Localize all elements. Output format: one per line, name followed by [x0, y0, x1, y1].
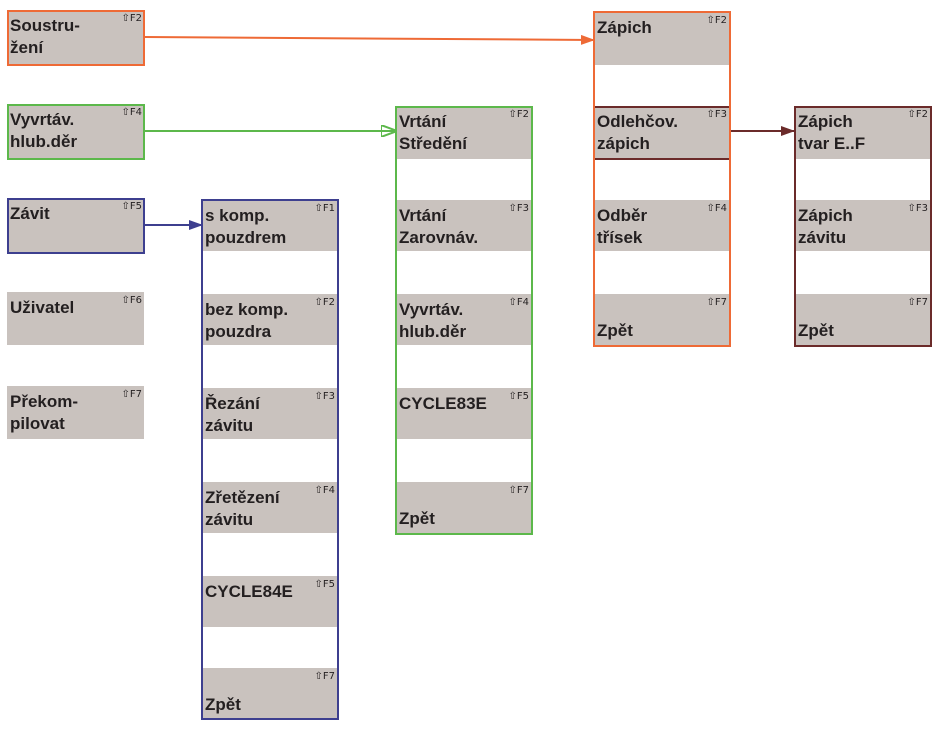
shortcut-key: ⇧F3 [508, 203, 530, 214]
shortcut-key: ⇧F7 [706, 297, 728, 308]
thread-menu-item[interactable]: bez komp. pouzdra ⇧F2 [202, 294, 337, 345]
shortcut-key: ⇧F7 [907, 297, 929, 308]
shortcut-key: ⇧F2 [907, 109, 929, 120]
root-menu-item[interactable]: Závit ⇧F5 [7, 198, 144, 253]
softkey-label: Zápich [597, 18, 652, 37]
undercut-menu-item[interactable]: Zápich tvar E..F ⇧F2 [795, 106, 930, 159]
root-menu-item[interactable]: Překom- pilovat ⇧F7 [7, 386, 144, 439]
drilling-menu-item[interactable]: Vrtání Středění ⇧F2 [396, 106, 531, 159]
softkey-label: Řezání závitu [205, 394, 260, 435]
softkey-label: Vyvrtáv. hlub.děr [10, 110, 78, 151]
shortcut-key: ⇧F4 [314, 485, 336, 496]
shortcut-key: ⇧F3 [706, 109, 728, 120]
shortcut-key: ⇧F2 [508, 109, 530, 120]
turning-menu-item[interactable]: Zpět ⇧F7 [594, 294, 729, 345]
drilling-menu-item[interactable]: Vyvrtáv. hlub.děr ⇧F4 [396, 294, 531, 345]
shortcut-key: ⇧F6 [121, 295, 143, 306]
shortcut-key: ⇧F5 [508, 391, 530, 402]
thread-menu-item[interactable]: CYCLE84E ⇧F5 [202, 576, 337, 627]
shortcut-key: ⇧F2 [121, 13, 143, 24]
softkey-label: bez komp. pouzdra [205, 300, 289, 341]
arrow-turning [144, 34, 595, 45]
thread-menu-item[interactable]: s komp. pouzdrem ⇧F1 [202, 200, 337, 251]
drilling-menu-item[interactable]: CYCLE83E ⇧F5 [396, 388, 531, 439]
root-menu-item[interactable]: Uživatel ⇧F6 [7, 292, 144, 345]
shortcut-key: ⇧F2 [314, 297, 336, 308]
root-menu-item[interactable]: Vyvrtáv. hlub.děr ⇧F4 [7, 104, 144, 159]
softkey-label: Závit [10, 204, 50, 223]
root-item-highlight [7, 198, 145, 254]
turning-menu-item[interactable]: Odběr třísek ⇧F4 [594, 200, 729, 251]
thread-menu-frame [201, 199, 339, 720]
softkey-label: Zápich závitu [798, 206, 853, 247]
shortcut-key: ⇧F3 [907, 203, 929, 214]
shortcut-key: ⇧F3 [314, 391, 336, 402]
undercut-menu-item[interactable]: Zápich závitu ⇧F3 [795, 200, 930, 251]
thread-menu-item[interactable]: Řezání závitu ⇧F3 [202, 388, 337, 439]
softkey-label: Zpět [597, 321, 633, 340]
softkey-label: Zpět [798, 321, 834, 340]
shortcut-key: ⇧F7 [508, 485, 530, 496]
shortcut-key: ⇧F5 [121, 201, 143, 212]
shortcut-key: ⇧F7 [121, 389, 143, 400]
root-item-highlight [7, 10, 145, 66]
turning-menu-item[interactable]: Zápich ⇧F2 [594, 12, 729, 65]
root-menu-item[interactable]: Soustru- žení ⇧F2 [7, 10, 144, 65]
softkey-label: Vyvrtáv. hlub.děr [399, 300, 467, 341]
softkey-label: Uživatel [10, 298, 75, 317]
shortcut-key: ⇧F1 [314, 203, 336, 214]
softkey-label: Odběr třísek [597, 206, 648, 247]
undercut-menu-frame [794, 106, 932, 347]
softkey-label: Zřetězení závitu [205, 488, 280, 529]
softkey-label: Vrtání Středění [399, 112, 468, 153]
drilling-menu-item[interactable]: Zpět ⇧F7 [396, 482, 531, 533]
softkey-label: Zpět [205, 695, 241, 714]
shortcut-key: ⇧F5 [314, 579, 336, 590]
shortcut-key: ⇧F4 [706, 203, 728, 214]
turning-menu-item[interactable]: Odlehčov. zápich ⇧F3 [594, 106, 729, 159]
thread-menu-item[interactable]: Zpět ⇧F7 [202, 668, 337, 719]
shortcut-key: ⇧F4 [508, 297, 530, 308]
softkey-label: Soustru- žení [10, 16, 80, 57]
undercut-menu-item[interactable]: Zpět ⇧F7 [795, 294, 930, 345]
drilling-menu-frame [395, 106, 533, 535]
shortcut-key: ⇧F7 [314, 671, 336, 682]
root-item-highlight [7, 104, 145, 160]
softkey-label: Vrtání Zarovnáv. [399, 206, 479, 247]
softkey-label: Zápich tvar E..F [798, 112, 866, 153]
softkey-label: CYCLE83E [399, 394, 487, 413]
thread-menu-item[interactable]: Zřetězení závitu ⇧F4 [202, 482, 337, 533]
shortcut-key: ⇧F4 [121, 107, 143, 118]
softkey-label: Překom- pilovat [10, 392, 79, 433]
softkey-label: s komp. pouzdrem [205, 206, 287, 247]
drilling-menu-item[interactable]: Vrtání Zarovnáv. ⇧F3 [396, 200, 531, 251]
softkey-label: Odlehčov. zápich [597, 112, 678, 153]
shortcut-key: ⇧F2 [706, 15, 728, 26]
softkey-label: CYCLE84E [205, 582, 293, 601]
turning-menu-frame [593, 11, 731, 347]
softkey-label: Zpět [399, 509, 435, 528]
